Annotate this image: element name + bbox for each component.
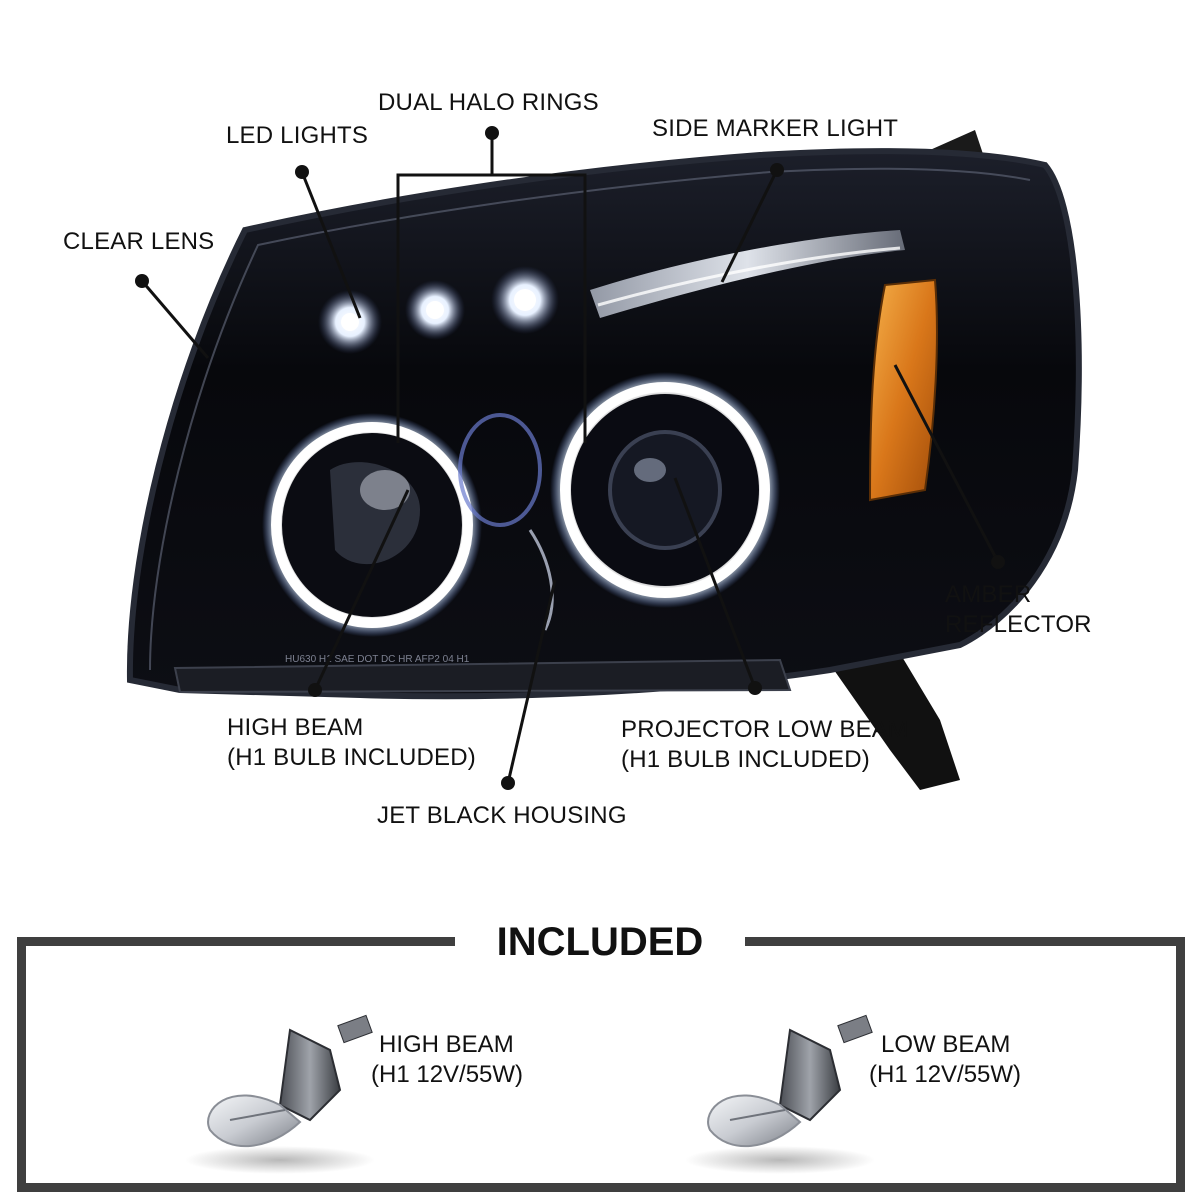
h1-bulb-high — [185, 1014, 375, 1174]
included-title: INCLUDED — [455, 915, 745, 969]
label-projector-low-beam: PROJECTOR LOW BEAM (H1 BULB INCLUDED) — [621, 715, 908, 775]
callout-dots — [135, 126, 1005, 790]
label-high-beam-line1: HIGH BEAM — [227, 714, 364, 741]
label-amber-reflector-line1: AMBER — [945, 581, 1032, 608]
led-lights — [318, 266, 559, 354]
label-dual-halo-rings: DUAL HALO RINGS — [378, 89, 599, 116]
label-high-beam: HIGH BEAM (H1 BULB INCLUDED) — [227, 713, 476, 773]
included-bulb-high-name: HIGH BEAM — [379, 1031, 514, 1058]
callout-lines — [140, 133, 1000, 784]
included-bulb-low-spec: (H1 12V/55W) — [869, 1061, 1022, 1088]
lens-print: HU630 H1 SAE DOT DC HR AFP2 04 H1 — [285, 654, 470, 665]
label-projector-low-beam-line1: PROJECTOR LOW BEAM — [621, 716, 909, 743]
included-bulb-low-label: LOW BEAM (H1 12V/55W) — [869, 1030, 1021, 1090]
center-accents — [458, 413, 554, 631]
label-projector-low-beam-line2: (H1 BULB INCLUDED) — [621, 746, 870, 773]
side-marker-light — [590, 230, 905, 318]
included-bulb-high-label: HIGH BEAM (H1 12V/55W) — [371, 1030, 523, 1090]
halo-ring-left — [262, 413, 482, 637]
included-bulb-high-spec: (H1 12V/55W) — [371, 1061, 524, 1088]
label-high-beam-line2: (H1 BULB INCLUDED) — [227, 744, 476, 771]
halo-ring-right — [550, 372, 780, 608]
label-side-marker-light: SIDE MARKER LIGHT — [652, 115, 899, 142]
label-jet-black-housing: JET BLACK HOUSING — [377, 802, 627, 829]
h1-bulb-low — [685, 1014, 875, 1174]
label-amber-reflector: AMBER REFLECTOR — [945, 580, 1092, 640]
label-led-lights: LED LIGHTS — [226, 122, 369, 149]
included-bulb-low-name: LOW BEAM — [881, 1031, 1011, 1058]
label-amber-reflector-line2: REFLECTOR — [945, 611, 1092, 638]
projector-lens — [608, 430, 722, 550]
label-clear-lens: CLEAR LENS — [63, 228, 215, 255]
amber-reflector — [868, 278, 938, 502]
